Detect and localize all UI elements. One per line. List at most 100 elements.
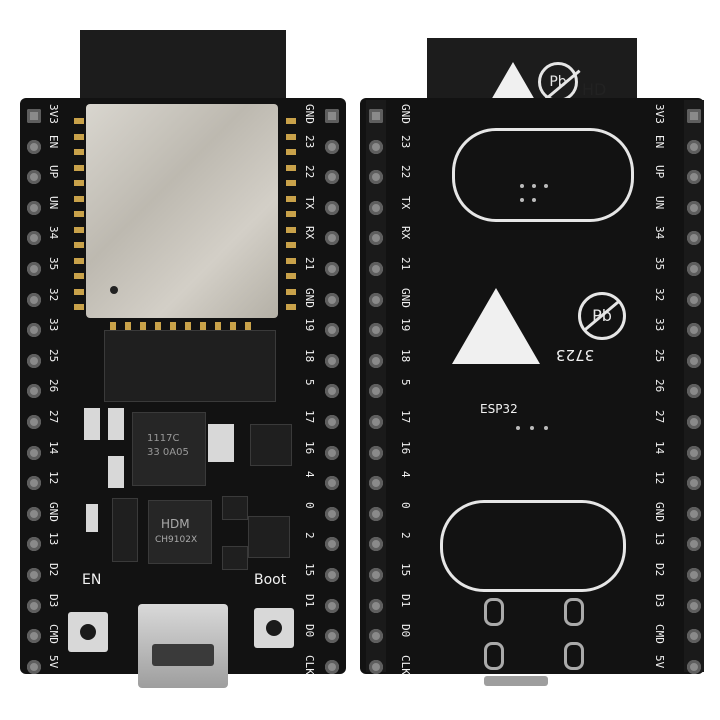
castellation-pad	[286, 195, 296, 202]
lead-free-icon: Pb	[538, 62, 578, 102]
pin-label: 25	[653, 348, 666, 363]
header-pin	[325, 629, 339, 644]
castellation-pad	[286, 304, 296, 310]
pin-label: 33	[47, 318, 60, 332]
led	[86, 504, 98, 532]
boot-button[interactable]	[254, 608, 294, 648]
header-pin	[687, 568, 701, 582]
pin-label: 16	[399, 440, 412, 454]
esd-warning-icon	[452, 288, 540, 364]
header-pin	[369, 659, 383, 674]
usb-chip-logo: HDM	[161, 517, 190, 531]
header-pin	[325, 568, 339, 582]
pin-label: 34	[47, 226, 60, 240]
bottom-oval-outline	[440, 500, 626, 592]
pin-label: 26	[47, 379, 60, 393]
pin-label: CMD	[653, 624, 666, 645]
pin-label: 12	[47, 471, 60, 485]
header-pin	[325, 353, 339, 368]
header-pin	[27, 629, 41, 644]
pin-label: UN	[653, 195, 666, 210]
castellation-pad	[74, 242, 84, 248]
header-pin	[369, 262, 383, 276]
pin-label: D3	[47, 593, 60, 607]
button-actuator	[80, 624, 96, 640]
pin-label: 27	[653, 410, 666, 424]
en-button[interactable]	[68, 612, 108, 652]
pin-label: 12	[653, 471, 666, 485]
header-pin	[687, 384, 701, 399]
header-pin	[369, 292, 383, 307]
castellation-pad	[185, 322, 191, 332]
pin-label: 19	[399, 318, 412, 332]
usb-uart-chip: HDM CH9102X	[148, 500, 212, 564]
via	[520, 184, 524, 188]
castellation-pad	[286, 149, 296, 155]
castellation-pad	[74, 226, 84, 233]
castellation-pad	[286, 242, 296, 248]
castellation-pad	[74, 195, 84, 202]
pin-label: CMD	[47, 624, 60, 645]
header-pin	[325, 139, 339, 154]
boot-label: Boot	[254, 572, 287, 588]
header-pin	[325, 537, 339, 552]
header-pin	[325, 659, 339, 674]
pin-label: GND	[653, 501, 666, 522]
usb-mount-hole	[484, 642, 504, 670]
header-pin	[687, 415, 701, 429]
pin-label: 5	[303, 379, 316, 387]
header-pin	[325, 384, 339, 399]
header-pin	[325, 231, 339, 246]
header-pin	[369, 537, 383, 552]
header-pin	[325, 506, 339, 521]
pin-label: 5	[399, 379, 412, 387]
pin-label: 17	[399, 410, 412, 424]
pin-label: 2	[303, 532, 316, 540]
header-pin	[687, 353, 701, 368]
pin-label: 14	[653, 440, 666, 454]
header-pin	[325, 262, 339, 276]
header-pin	[27, 415, 41, 429]
model-text: ESP32	[480, 402, 518, 416]
pin-label: 13	[653, 532, 666, 546]
pin-label: D0	[303, 624, 316, 638]
pin-label: 15	[399, 563, 412, 577]
via	[516, 426, 520, 430]
pin-label: CLK	[399, 654, 412, 675]
esd-warning-icon	[491, 62, 535, 100]
header-pin	[369, 476, 383, 491]
pin-label: D1	[303, 593, 316, 607]
header-pin	[369, 323, 383, 338]
transistor	[248, 516, 290, 558]
pin-label: 18	[303, 348, 316, 363]
header-pin	[325, 598, 339, 613]
pin-label: RX	[399, 226, 412, 240]
pin-label: 16	[303, 440, 316, 454]
pin-label: 23	[399, 134, 412, 148]
castellation-pad	[286, 164, 296, 171]
header-pin	[687, 659, 701, 674]
via	[520, 198, 524, 202]
usb-mount-hole	[564, 642, 584, 670]
header-pin	[27, 659, 41, 674]
castellation-pad	[170, 322, 176, 332]
pin-label: EN	[653, 134, 666, 148]
esp32-shield	[86, 104, 278, 318]
castellation-pad	[200, 322, 206, 332]
pin-label: 5V	[47, 654, 60, 669]
header-pin	[687, 292, 701, 307]
pin-label: 33	[653, 318, 666, 332]
top-oval-outline	[452, 128, 634, 222]
castellation-pad	[74, 273, 84, 279]
header-pin	[27, 506, 41, 521]
pin-label: TX	[303, 195, 316, 210]
header-pin	[27, 476, 41, 491]
castellation-pad	[286, 226, 296, 233]
capacitor	[84, 408, 100, 440]
regulator-text-2: 33 0A05	[147, 447, 189, 458]
header-pin	[325, 415, 339, 429]
header-pin	[27, 537, 41, 552]
pin-label: GND	[47, 501, 60, 522]
micro-usb-port[interactable]	[138, 604, 228, 688]
pin-label: GND	[303, 287, 316, 308]
